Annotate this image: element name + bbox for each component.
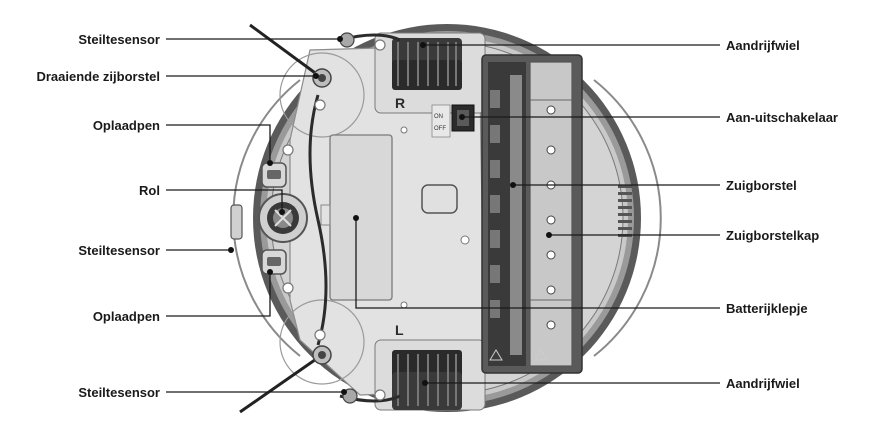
label-main-brush-cover: Zuigborstelkap (726, 228, 819, 243)
drive-wheel-bottom (392, 350, 462, 410)
label-drive-wheel-top: Aandrijfwiel (726, 38, 800, 53)
label-main-brush: Zuigborstel (726, 178, 797, 193)
battery-cover (329, 134, 393, 301)
leader-lines-left (166, 36, 347, 395)
leader-lines-right (353, 42, 720, 386)
switch-on-mark: ON (434, 114, 443, 120)
direction-mark-left: L (395, 322, 404, 338)
cliff-sensor-left (230, 204, 243, 240)
label-charging-pin-top: Oplaadpen (93, 118, 160, 133)
labels-left: Steiltesensor Draaiende zijborstel Oplaa… (36, 32, 160, 400)
robot-vacuum-body: R L (230, 23, 662, 414)
direction-mark-right: R (395, 95, 405, 111)
charging-pin-bottom (261, 249, 287, 275)
label-cliff-sensor-bottom: Steiltesensor (78, 385, 160, 400)
switch-off-mark: OFF (434, 126, 446, 132)
label-power-switch: Aan-uitschakelaar (726, 110, 838, 125)
main-brush-cover (529, 61, 573, 367)
label-side-brush: Draaiende zijborstel (36, 69, 160, 84)
side-brush-bottom (239, 345, 332, 414)
label-charging-pin-bottom: Oplaadpen (93, 309, 160, 324)
label-cliff-sensor-left: Steiltesensor (78, 243, 160, 258)
label-drive-wheel-bottom: Aandrijfwiel (726, 376, 800, 391)
label-cliff-sensor-top: Steiltesensor (78, 32, 160, 47)
drive-wheel-top (392, 38, 462, 90)
label-battery-cover: Batterijklepje (726, 301, 808, 316)
main-brush (488, 62, 526, 366)
charging-pin-top (261, 162, 287, 188)
side-brush-top (249, 23, 332, 88)
label-roller: Rol (139, 183, 160, 198)
caster-roller (258, 193, 308, 243)
labels-right: Aandrijfwiel Aan-uitschakelaar Zuigborst… (726, 38, 838, 391)
